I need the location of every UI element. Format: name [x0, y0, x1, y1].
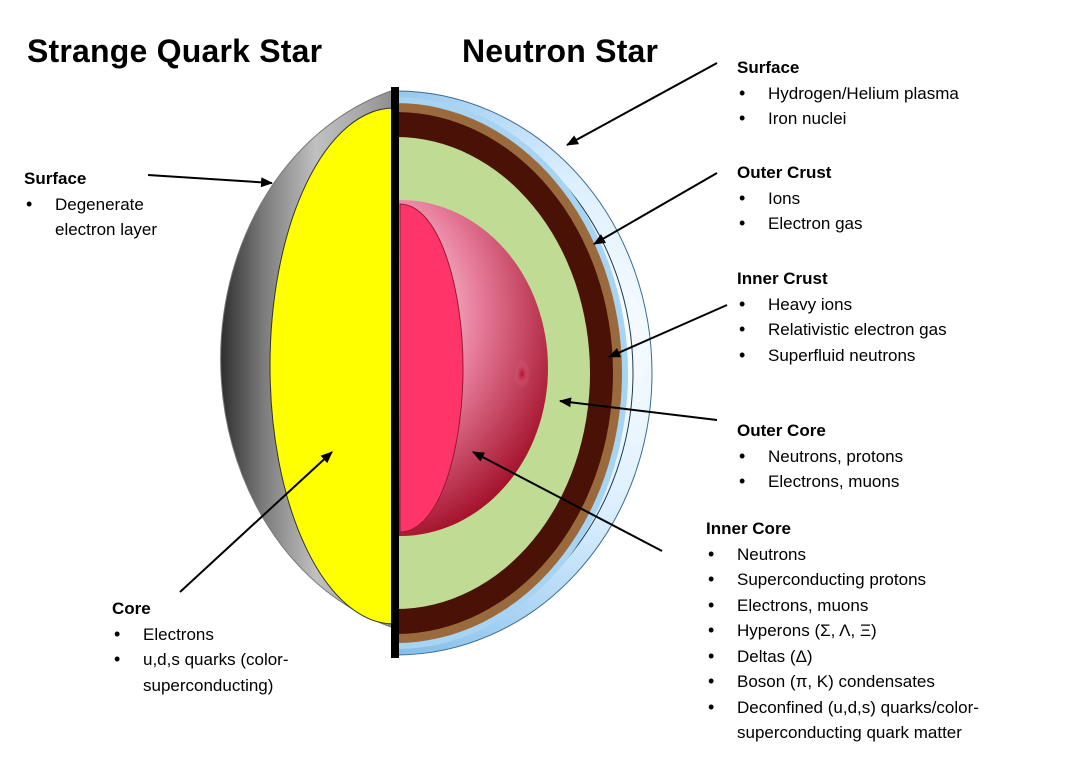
label-ns-outer-crust: Outer Crust Ions Electron gas [737, 160, 863, 237]
item-quark-core-0: Electrons [112, 622, 383, 648]
heading-ns-outer-core: Outer Core [737, 421, 826, 440]
item-ns-surface-0: Hydrogen/Helium plasma [737, 81, 959, 107]
ns-atmosphere-line [396, 104, 634, 642]
arrow-ns-inner-crust [608, 304, 728, 358]
arrow-ns-surface [566, 62, 718, 146]
strange-quark-star [220, 89, 395, 629]
item-ns-inner-core-4: Deltas (Δ) [706, 644, 1061, 670]
label-quark-surface: Surface Degenerate electron layer [24, 166, 195, 243]
item-ns-outer-core-1: Electrons, muons [737, 469, 903, 495]
item-ns-inner-crust-1: Relativistic electron gas [737, 317, 947, 343]
item-ns-outer-crust-1: Electron gas [737, 211, 863, 237]
item-quark-core-1: u,d,s quarks (color-superconducting) [112, 647, 383, 698]
divider-line [391, 87, 399, 658]
heading-ns-outer-crust: Outer Crust [737, 163, 832, 182]
neutron-star [396, 90, 653, 656]
label-ns-inner-crust: Inner Crust Heavy ions Relativistic elec… [737, 266, 947, 368]
pointer-arrows [147, 62, 728, 593]
item-ns-inner-crust-2: Superfluid neutrons [737, 343, 947, 369]
item-ns-inner-core-1: Superconducting protons [706, 567, 1061, 593]
item-ns-outer-crust-0: Ions [737, 186, 863, 212]
quark-star-core [269, 107, 395, 625]
arrow-ns-outer-crust [593, 172, 718, 245]
ns-inner-core-spot [514, 360, 530, 388]
item-ns-inner-core-6: Deconfined (u,d,s) quarks/color-supercon… [706, 695, 1061, 746]
item-ns-outer-core-0: Neutrons, protons [737, 444, 903, 470]
arrow-ns-outer-core [559, 397, 718, 421]
arrow-ns-inner-core [472, 451, 663, 552]
item-ns-inner-core-2: Electrons, muons [706, 593, 1061, 619]
title-neutron-star: Neutron Star [462, 33, 659, 69]
heading-quark-core: Core [112, 599, 151, 618]
label-ns-inner-core: Inner Core Neutrons Superconducting prot… [706, 516, 1061, 746]
item-ns-inner-core-5: Boson (π, K) condensates [706, 669, 1061, 695]
arrow-quark-core [179, 451, 333, 593]
label-ns-surface: Surface Hydrogen/Helium plasma Iron nucl… [737, 55, 959, 132]
item-ns-inner-core-0: Neutrons [706, 542, 1061, 568]
item-quark-surface-0: Degenerate electron layer [24, 192, 195, 243]
label-quark-core: Core Electrons u,d,s quarks (color-super… [112, 596, 383, 698]
ns-inner-core-cutface [399, 203, 464, 533]
item-ns-inner-crust-0: Heavy ions [737, 292, 947, 318]
arrow-quark-surface [147, 174, 273, 188]
heading-quark-surface: Surface [24, 169, 87, 188]
item-ns-surface-1: Iron nuclei [737, 106, 959, 132]
title-strange-quark-star: Strange Quark Star [27, 33, 323, 69]
heading-ns-surface: Surface [737, 58, 800, 77]
item-ns-inner-core-3: Hyperons (Σ, Λ, Ξ) [706, 618, 1061, 644]
heading-ns-inner-core: Inner Core [706, 519, 792, 538]
label-ns-outer-core: Outer Core Neutrons, protons Electrons, … [737, 418, 903, 495]
heading-ns-inner-crust: Inner Crust [737, 269, 828, 288]
